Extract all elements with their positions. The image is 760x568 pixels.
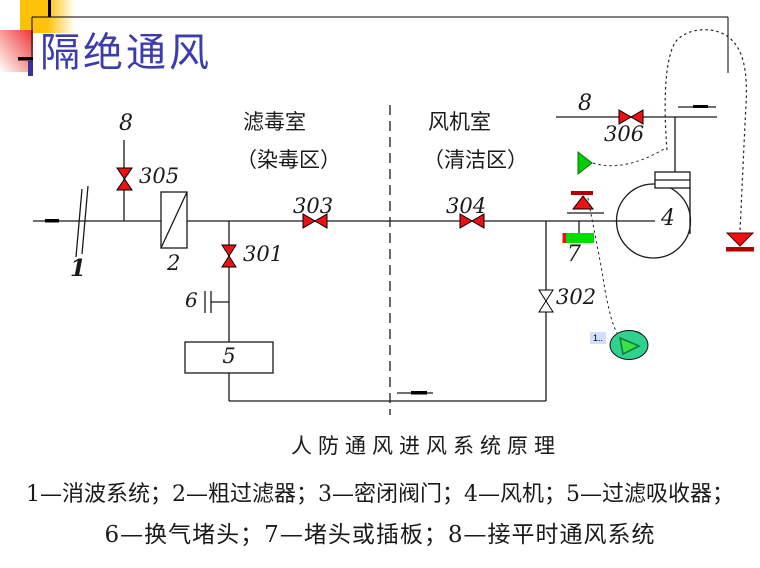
legend-line-2: 6—换气堵头；7—堵头或插板；8—接平时通风系统 (104, 522, 656, 548)
normal-ventilation-duct (664, 29, 755, 252)
comment-marker[interactable]: 1.. (590, 332, 607, 344)
ink-annotations (577, 148, 665, 360)
valve-303-icon (302, 213, 328, 229)
bottom-flow-arrow (411, 391, 427, 395)
cap-red-triangle-icon (571, 195, 595, 210)
label-part-2: 2 (167, 251, 181, 275)
plug-red-edge (562, 233, 566, 243)
label-valve-301: 301 (243, 242, 284, 266)
valve-304-icon (459, 213, 485, 229)
valve-305-icon (116, 167, 133, 191)
label-part-6: 6 (185, 288, 198, 312)
room-fan-zone: （清洁区） (423, 148, 528, 172)
room-filter-zone: （染毒区） (236, 148, 341, 172)
coarse-filter-diagonal (160, 191, 188, 249)
label-part-4: 4 (661, 206, 675, 231)
label-part-8-left: 8 (119, 111, 133, 136)
pipe-network (33, 105, 717, 415)
label-part-1: 1 (70, 255, 87, 282)
legend-line-1: 1—消波系统；2—粗过滤器；3—密闭阀门；4—风机；5—过滤吸收器； (26, 482, 734, 507)
valve-306-icon (618, 109, 644, 125)
black-bar-decoration (48, 0, 51, 18)
label-valve-304: 304 (446, 194, 487, 218)
page-title: 隔绝通风 (40, 30, 212, 76)
label-part-8-right: 8 (578, 91, 592, 116)
navy-bar-decoration (28, 61, 33, 76)
outlet-bar (726, 247, 754, 252)
intake-flow-arrow (45, 219, 59, 223)
label-valve-305: 305 (139, 164, 180, 188)
label-valve-302: 302 (556, 285, 597, 309)
valve-301-icon (221, 244, 237, 268)
wave-absorber-symbol (75, 185, 89, 258)
diagram-caption: 人防通风进风系统原理 (291, 434, 561, 458)
marker-play-triangle-icon (619, 336, 641, 356)
room-fan-name: 风机室 (428, 110, 491, 134)
label-part-7: 7 (567, 242, 581, 267)
top-flow-arrow (693, 105, 708, 108)
duct-dotted-curve (664, 29, 748, 232)
label-valve-303: 303 (293, 194, 334, 218)
valve-302-icon (538, 289, 554, 313)
black-dash-decoration (18, 57, 33, 61)
plug-board-assembly (562, 191, 604, 243)
pointer-dotted-line (592, 148, 665, 167)
air-exchange-plug-symbol (204, 291, 229, 313)
room-filter-name: 滤毒室 (243, 110, 306, 134)
outlet-red-triangle-icon (725, 232, 755, 247)
label-part-5: 5 (222, 344, 236, 368)
plug-green-bar-icon (566, 233, 594, 243)
red-square-decoration (0, 30, 33, 72)
green-pointer-icon (577, 150, 593, 176)
label-valve-306: 306 (604, 122, 645, 146)
filter-absorber-symbol (184, 341, 274, 374)
cap-bar (571, 191, 593, 195)
valves (116, 109, 644, 313)
slide-decorations (0, 0, 729, 76)
comment-leader-line (587, 197, 618, 334)
